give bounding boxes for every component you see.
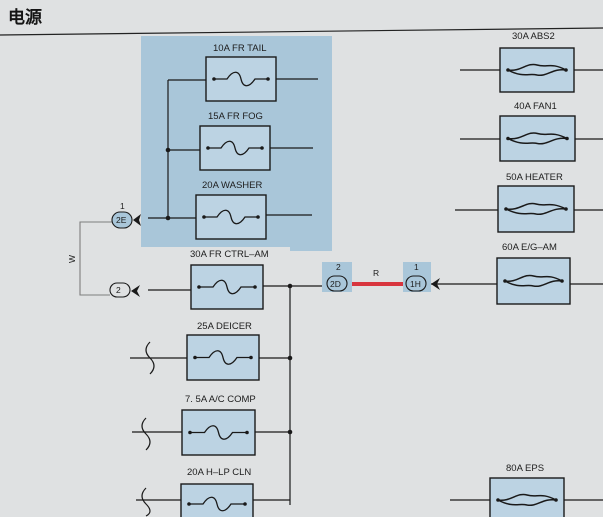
connector-2d: 2D 2	[322, 262, 352, 292]
fuse-element	[195, 350, 251, 365]
connector-2e-pin: 1	[120, 201, 125, 211]
fuse-element	[199, 279, 255, 295]
fuse-element	[497, 498, 557, 507]
fuse-label: 40A FAN1	[514, 101, 557, 112]
wire-r-label: R	[373, 268, 379, 278]
fuse-eg-am: 60A E/G–AM	[496, 242, 571, 305]
fuse-label: 7. 5A A/C COMP	[185, 394, 256, 405]
fuse-element	[504, 279, 563, 288]
fuse-element	[204, 209, 258, 225]
connector-1h-pin: 1	[414, 262, 419, 272]
fuse-fr-fog: 15A FR FOG	[199, 111, 313, 171]
connector-1h: 1H 1	[403, 262, 440, 292]
fuse-element	[507, 132, 568, 140]
fuse-label: 50A HEATER	[506, 172, 563, 183]
fuse-label: 20A H–LP CLN	[187, 467, 251, 478]
fuse-label: 80A EPS	[506, 463, 544, 474]
page-title: 电源	[8, 7, 42, 28]
fuse-label: 10A FR TAIL	[213, 43, 267, 54]
fuse-element	[208, 140, 262, 156]
wire-w	[79, 221, 112, 296]
right-bus-lines	[450, 69, 603, 501]
fuse-label: 15A FR FOG	[208, 111, 263, 122]
connector-1h-code: 1H	[410, 279, 421, 289]
connector-2e: 2E 1	[111, 201, 141, 229]
fuse-element	[497, 493, 557, 501]
fuse-washer: 20A WASHER	[195, 180, 312, 240]
fuse-element	[507, 63, 567, 71]
fuse-deicer: 25A DEICER	[186, 321, 260, 381]
fuse-fr-ctrl-am: 30A FR CTRL–AM	[190, 249, 269, 310]
connector-2: 2	[109, 282, 140, 298]
fuse-label: 25A DEICER	[197, 321, 252, 332]
fuse-label: 20A WASHER	[202, 180, 263, 191]
connector-2d-code: 2D	[330, 279, 341, 289]
fuse-fr-tail: 10A FR TAIL	[205, 43, 318, 102]
fuse-element	[504, 274, 563, 282]
fuse-label: 30A FR CTRL–AM	[190, 249, 269, 260]
break-symbols	[141, 341, 155, 517]
connector-2d-pin: 2	[336, 262, 341, 272]
fuse-fan1: 40A FAN1	[499, 101, 576, 162]
fuse-element	[214, 71, 268, 87]
fuse-eps: 80A EPS	[489, 463, 565, 517]
fuse-ac-comp: 7. 5A A/C COMP	[181, 394, 256, 456]
fuse-element	[507, 137, 568, 145]
fuse-h-lp-cln: 20A H–LP CLN	[180, 467, 254, 517]
fuse-label: 60A E/G–AM	[502, 242, 557, 253]
fuse-element	[190, 425, 247, 440]
connector-2-code: 2	[116, 285, 121, 295]
fuse-label: 30A ABS2	[512, 31, 555, 42]
connector-2e-code: 2E	[116, 215, 127, 225]
fuse-element	[507, 68, 567, 77]
header-rule	[0, 27, 603, 36]
fuse-box	[489, 477, 565, 517]
fuse-abs2: 30A ABS2	[499, 31, 575, 93]
fuse-element	[505, 202, 567, 210]
fuse-element	[505, 207, 567, 216]
junction-dots	[165, 147, 293, 435]
highlight-edge	[290, 247, 332, 251]
wire-w-label: W	[67, 255, 77, 263]
fuse-box	[180, 483, 254, 517]
fuse-heater: 50A HEATER	[497, 172, 575, 233]
fuse-group: 10A FR TAIL 15A FR FOG 20A WASHER 30A FR CT…	[180, 31, 576, 517]
fuse-element	[189, 496, 245, 512]
